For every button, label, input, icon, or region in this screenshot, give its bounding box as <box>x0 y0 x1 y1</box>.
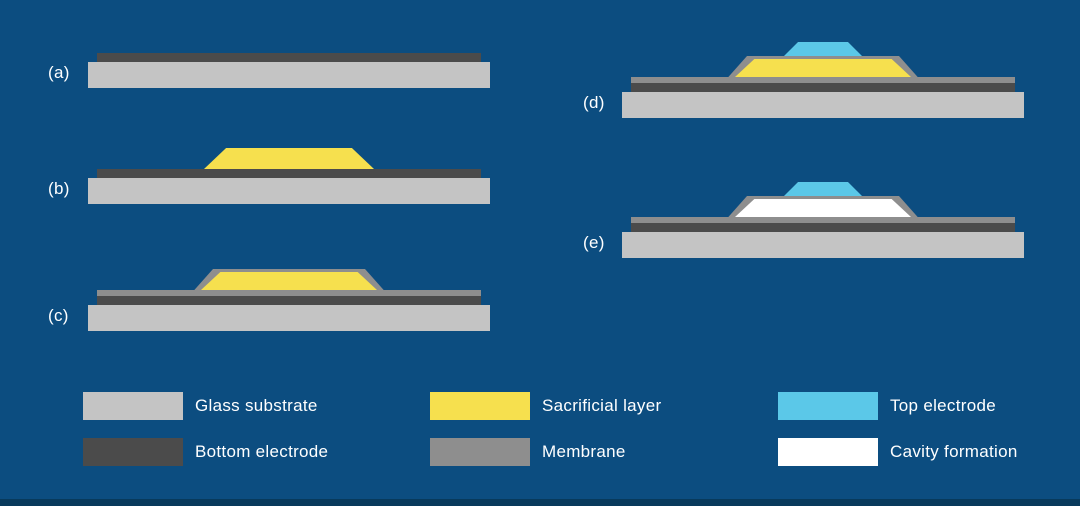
process-step-d <box>622 42 1024 118</box>
top-electrode-layer <box>784 182 862 196</box>
legend-item-cavity-formation: Cavity formation <box>778 438 1018 466</box>
legend-label: Top electrode <box>890 396 996 415</box>
process-step-b <box>88 128 490 204</box>
legend-label: Membrane <box>542 442 626 461</box>
glass-substrate-layer <box>88 305 490 331</box>
legend-label: Cavity formation <box>890 442 1018 461</box>
glass-substrate-swatch <box>83 392 183 420</box>
bottom-electrode-layer <box>631 83 1015 92</box>
bottom-electrode-layer <box>97 53 481 62</box>
legend-item-sacrificial-layer: Sacrificial layer <box>430 392 661 420</box>
sacrificial-layer <box>735 59 911 77</box>
legend-label: Sacrificial layer <box>542 396 662 415</box>
top-electrode-layer <box>784 42 862 56</box>
legend-label: Glass substrate <box>195 396 318 415</box>
cavity-layer <box>735 199 911 217</box>
step-label-a: (a) <box>48 63 70 82</box>
legend-label: Bottom electrode <box>195 442 329 461</box>
glass-substrate-layer <box>622 92 1024 118</box>
bottom-electrode-layer <box>631 223 1015 232</box>
step-label-c: (c) <box>48 306 69 325</box>
step-label-b: (b) <box>48 179 70 198</box>
cavity-formation-swatch <box>778 438 878 466</box>
glass-substrate-layer <box>622 232 1024 258</box>
bottom-electrode-swatch <box>83 438 183 466</box>
legend-item-glass-substrate: Glass substrate <box>83 392 318 420</box>
sacrificial-layer <box>204 148 374 169</box>
step-label-e: (e) <box>583 233 605 252</box>
sacrificial-layer <box>201 272 377 290</box>
membrane-swatch <box>430 438 530 466</box>
sacrificial-layer-swatch <box>430 392 530 420</box>
footer-strip <box>0 499 1080 506</box>
legend-item-membrane: Membrane <box>430 438 626 466</box>
bottom-electrode-layer <box>97 296 481 305</box>
legend-item-top-electrode: Top electrode <box>778 392 996 420</box>
process-step-e <box>622 182 1024 258</box>
process-step-a <box>88 12 490 88</box>
bottom-electrode-layer <box>97 169 481 178</box>
glass-substrate-layer <box>88 178 490 204</box>
step-label-d: (d) <box>583 93 605 112</box>
process-step-c <box>88 255 490 331</box>
glass-substrate-layer <box>88 62 490 88</box>
top-electrode-swatch <box>778 392 878 420</box>
legend-item-bottom-electrode: Bottom electrode <box>83 438 328 466</box>
